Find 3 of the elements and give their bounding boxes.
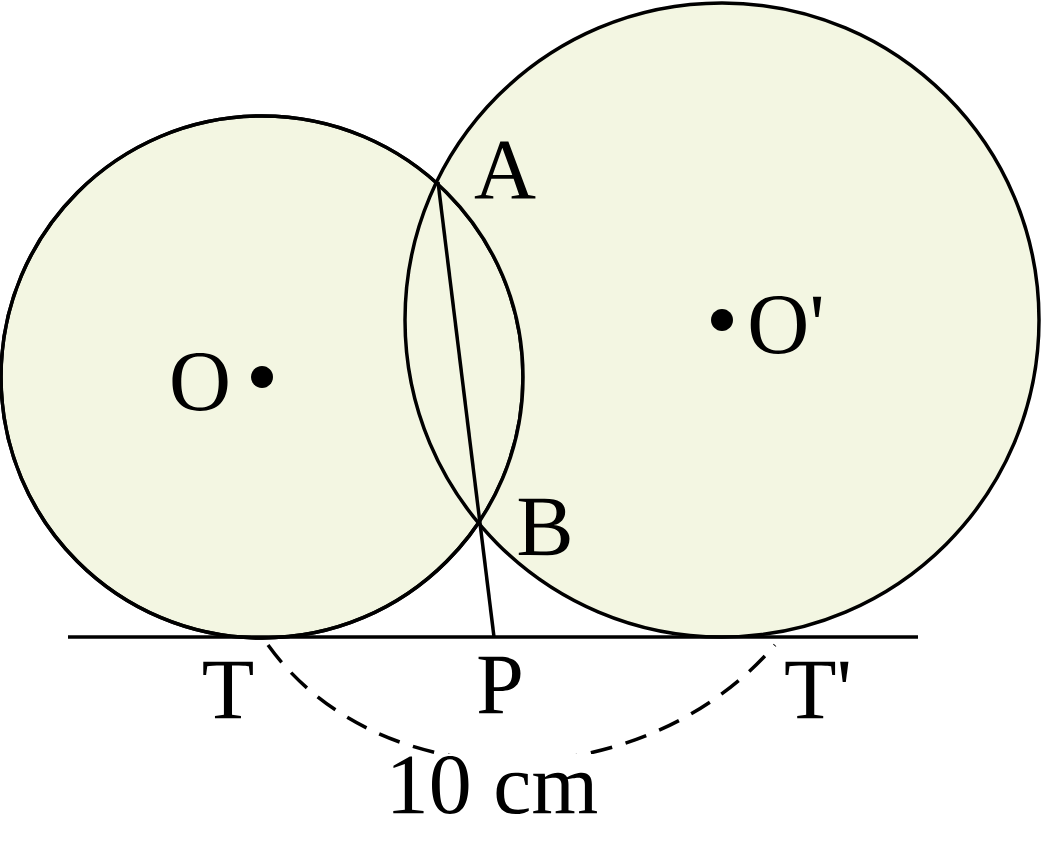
- dimension-label: 10 cm: [383, 754, 601, 816]
- point-label: T: [203, 661, 253, 719]
- point-label: P: [478, 656, 521, 714]
